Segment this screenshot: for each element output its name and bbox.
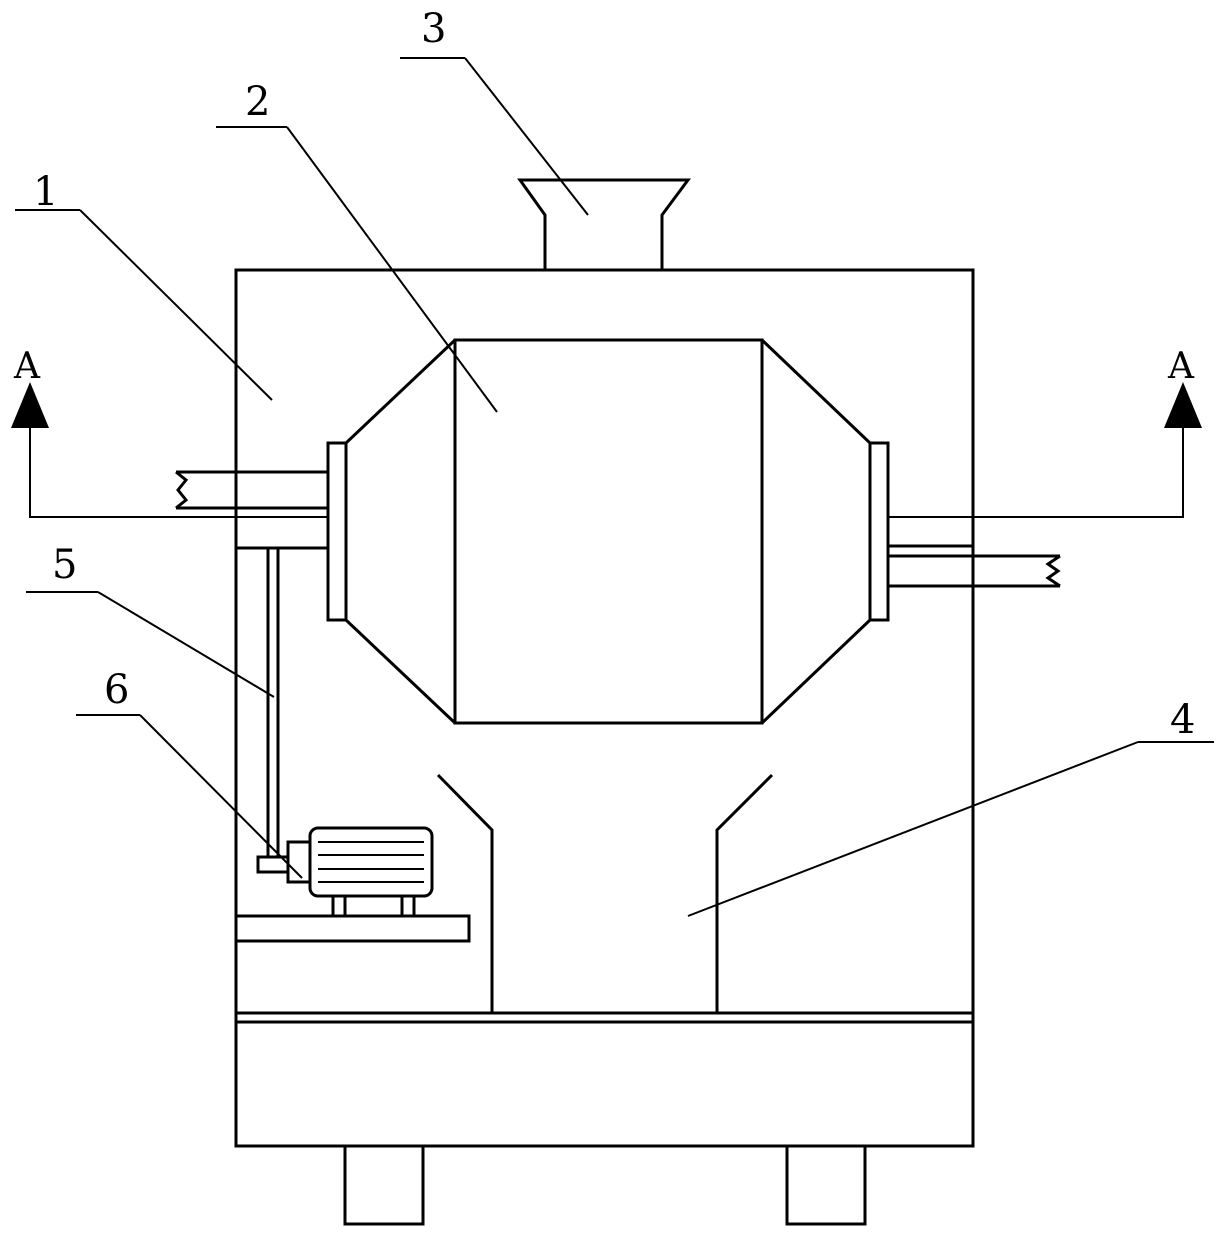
callout-6: 6	[104, 667, 129, 713]
feed-hopper	[520, 180, 688, 270]
callout-1: 1	[33, 169, 58, 215]
callout-2: 2	[245, 79, 270, 125]
callout-3: 3	[421, 6, 446, 52]
section-mark-left: A	[13, 346, 41, 387]
support-feet	[345, 1146, 865, 1224]
right-shaft	[870, 443, 1060, 620]
section-arrow-right-icon	[1164, 382, 1202, 428]
discharge-chute	[438, 775, 772, 1013]
callout-4: 4	[1170, 697, 1195, 743]
drive-rod	[268, 548, 278, 858]
callout-labels: 1 2 3 4 5 6	[33, 6, 1195, 743]
section-arrow-left-icon	[11, 382, 49, 428]
callout-5: 5	[52, 542, 77, 588]
motor-base	[236, 916, 469, 941]
leader-lines	[15, 58, 1214, 916]
left-shaft	[176, 443, 346, 620]
section-line-a-a: A A	[11, 346, 1202, 517]
mixing-drum	[346, 340, 870, 723]
housing	[236, 270, 973, 1146]
section-mark-right: A	[1167, 346, 1195, 387]
drive-motor	[258, 828, 432, 916]
